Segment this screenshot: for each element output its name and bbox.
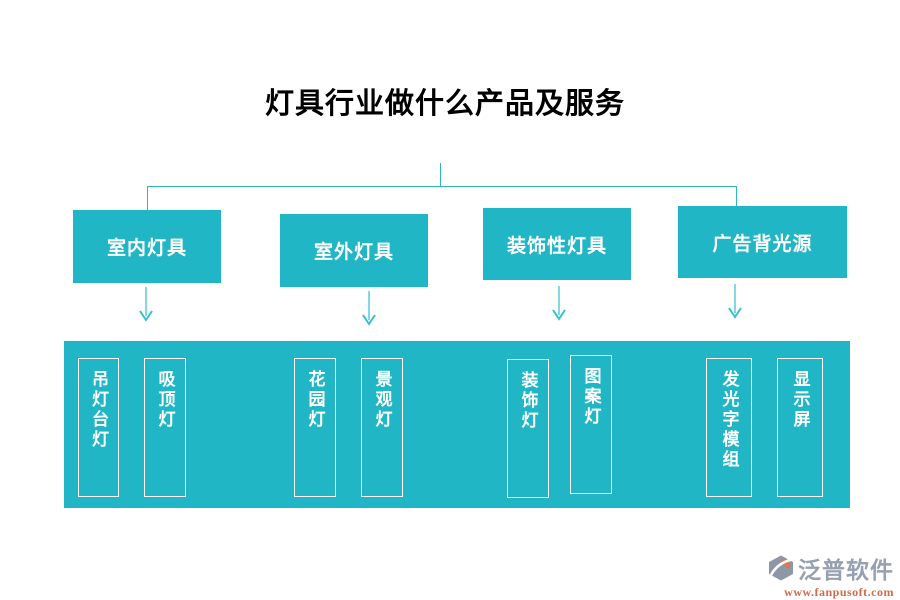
category-box-decorative: 装饰性灯具 — [483, 208, 631, 280]
brand-logo-icon — [769, 555, 793, 581]
item-label: 显示屏 — [790, 370, 810, 430]
item-box-pendant-table-lamp: 吊灯台灯 — [78, 358, 119, 497]
category-box-backlight: 广告背光源 — [678, 206, 847, 278]
item-box-garden-lamp: 花园灯 — [294, 358, 336, 497]
down-arrow-icon — [728, 284, 742, 319]
category-box-outdoor: 室外灯具 — [280, 214, 428, 287]
brand-watermark: 泛普软件 www.fanpusoft.com — [742, 551, 894, 600]
item-label: 景观灯 — [372, 370, 392, 430]
item-label: 吊灯台灯 — [89, 370, 108, 450]
down-arrow-icon — [139, 287, 153, 322]
item-label: 装饰灯 — [518, 371, 538, 431]
down-arrow-icon — [552, 286, 566, 321]
category-label: 室外灯具 — [313, 242, 394, 263]
item-label: 吸顶灯 — [155, 370, 175, 430]
category-label: 广告背光源 — [712, 233, 813, 255]
connector-stem — [440, 163, 441, 186]
connector-horizontal — [147, 186, 737, 187]
connector-drop-right — [736, 186, 737, 207]
page-title: 灯具行业做什么产品及服务 — [264, 88, 625, 120]
brand-name: 泛普软件 — [798, 558, 894, 583]
item-box-luminous-module: 发光字模组 — [706, 358, 752, 497]
down-arrow-icon — [362, 291, 376, 326]
item-box-pattern-lamp: 图案灯 — [570, 355, 612, 494]
item-box-display-screen: 显示屏 — [777, 358, 823, 497]
products-band — [64, 341, 850, 508]
category-box-indoor: 室内灯具 — [73, 210, 221, 283]
connector-drop-left — [147, 186, 148, 211]
item-box-decor-lamp: 装饰灯 — [507, 359, 549, 498]
item-label: 发光字模组 — [719, 370, 739, 470]
item-box-landscape-lamp: 景观灯 — [361, 358, 403, 497]
category-label: 室内灯具 — [106, 238, 187, 259]
item-label: 花园灯 — [305, 370, 325, 430]
brand-website: www.fanpusoft.com — [784, 585, 894, 599]
item-box-ceiling-lamp: 吸顶灯 — [144, 358, 186, 497]
item-label: 图案灯 — [581, 367, 601, 427]
category-label: 装饰性灯具 — [506, 235, 607, 257]
